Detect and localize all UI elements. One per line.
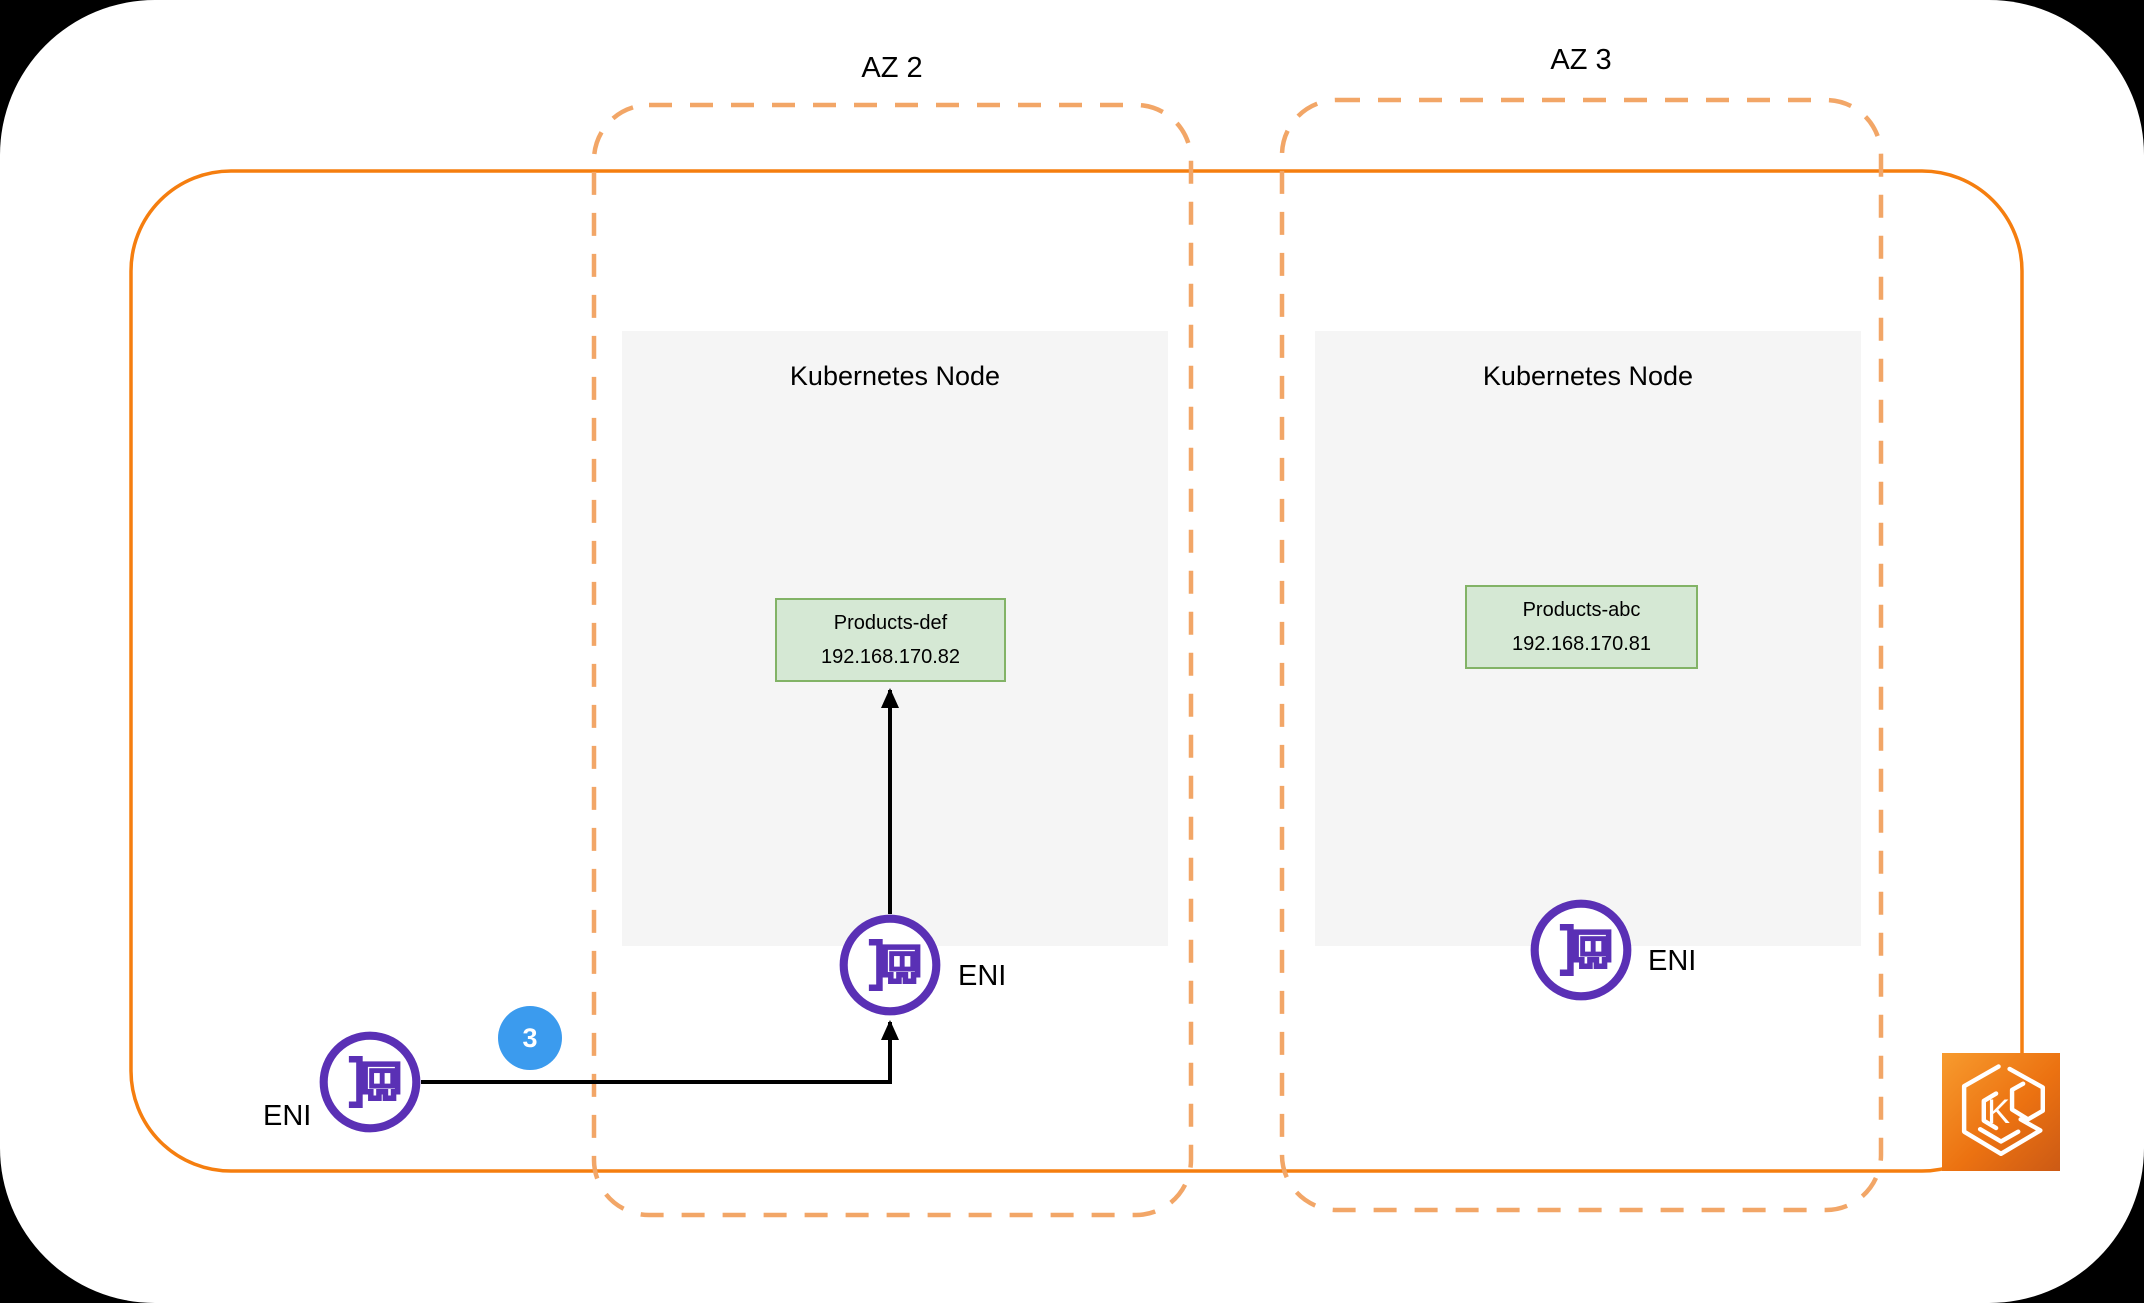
pod-products-def: Products-def 192.168.170.82 — [775, 598, 1006, 682]
step-badge-value: 3 — [522, 1022, 538, 1053]
az3-eni-label: ENI — [1648, 945, 1697, 977]
az2-label: AZ 2 — [861, 52, 923, 84]
step-badge: 3 — [498, 1006, 562, 1070]
eni-icon — [1530, 899, 1632, 1001]
eni-icon — [319, 1031, 421, 1133]
pod-products-abc: Products-abc 192.168.170.81 — [1465, 585, 1698, 669]
eks-letter: K — [1987, 1093, 2010, 1131]
pod-ip: 192.168.170.81 — [1511, 632, 1652, 655]
pod-ip: 192.168.170.82 — [820, 645, 961, 668]
node-title: Kubernetes Node — [789, 361, 1001, 391]
eks-icon: K — [1942, 1053, 2060, 1171]
source-eni-label: ENI — [263, 1100, 312, 1132]
az3-label: AZ 3 — [1550, 44, 1612, 76]
node-title: Kubernetes Node — [1482, 361, 1694, 391]
eni-icon — [839, 914, 941, 1016]
pod-name: Products-def — [833, 611, 948, 634]
az2-eni-label: ENI — [958, 960, 1007, 992]
pod-name: Products-abc — [1522, 598, 1641, 621]
